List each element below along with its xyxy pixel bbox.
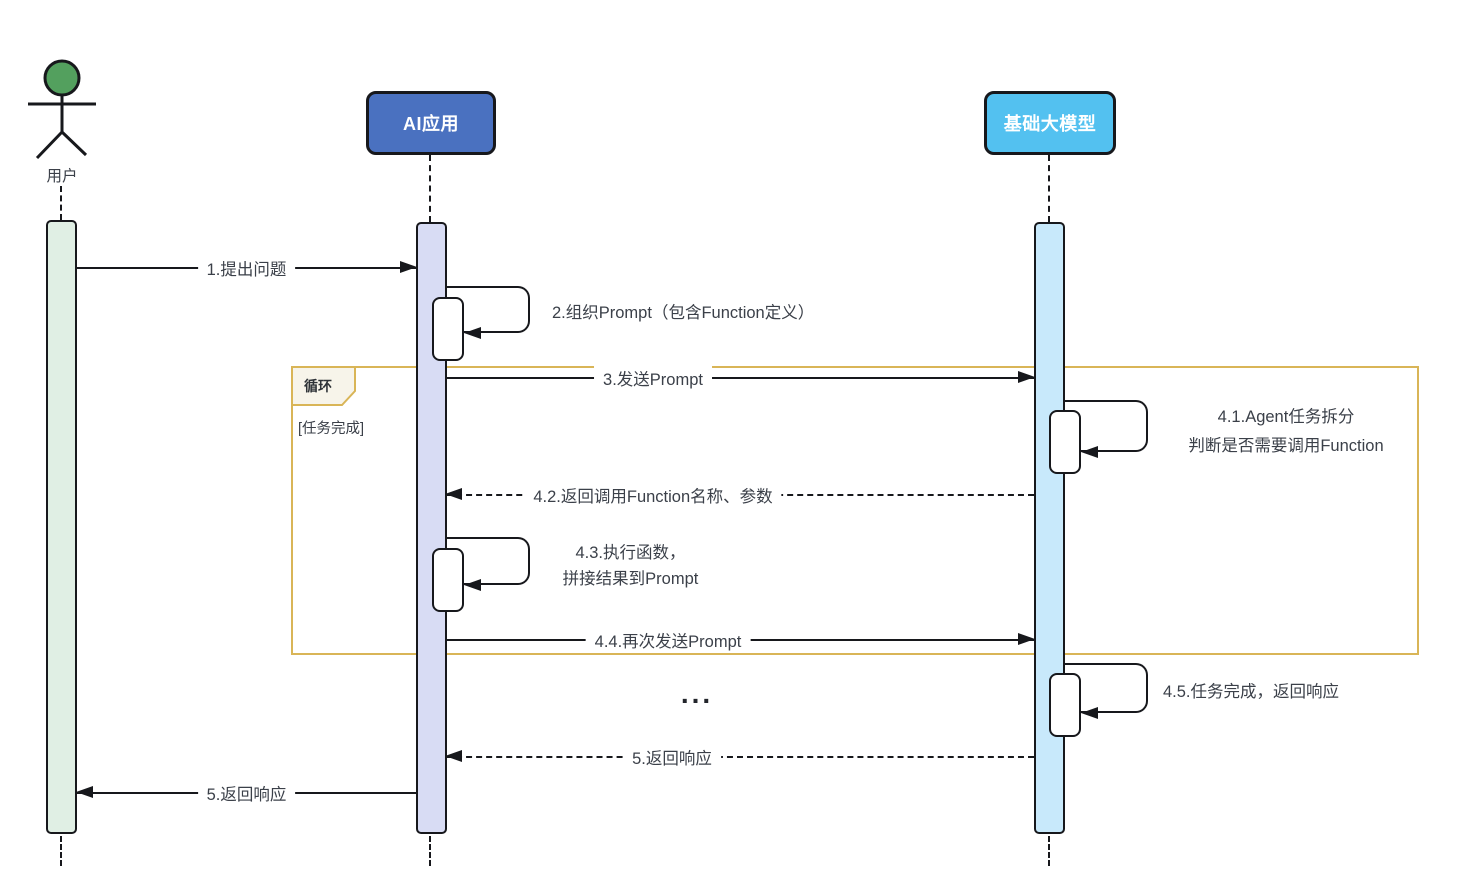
llm-lifeline-top <box>1048 155 1050 222</box>
message-4-3-label: 4.3.执行函数， 拼接结果到Prompt <box>528 540 733 592</box>
arrowhead-left-icon <box>76 786 93 798</box>
message-4-3-line1: 4.3.执行函数， <box>575 544 686 562</box>
arrowhead-left-icon <box>464 327 481 339</box>
message-4-5-selfloop <box>1064 663 1148 719</box>
ai-nested-activation-2 <box>432 548 464 612</box>
message-4-2-label: 4.2.返回调用Function名称、参数 <box>524 483 782 507</box>
message-2-label: 2.组织Prompt（包含Function定义） <box>552 304 815 322</box>
message-4-4-label: 4.4.再次发送Prompt <box>585 628 751 652</box>
message-4-1-line2: 判断是否需要调用Function <box>1188 437 1384 455</box>
message-4-3-line2: 拼接结果到Prompt <box>562 570 699 588</box>
loop-frame: 循环 [任务完成] <box>291 366 1419 655</box>
llm-lifeline-bottom <box>1048 836 1050 866</box>
ellipsis-label: ... <box>680 678 714 709</box>
message-4-1-line1: 4.1.Agent任务拆分 <box>1217 408 1355 426</box>
arrowhead-left-icon <box>1081 707 1098 719</box>
arrowhead-left-icon <box>464 579 481 591</box>
arrowhead-right-icon <box>1018 633 1035 645</box>
loop-guard: [任务完成] <box>298 421 365 437</box>
arrowhead-right-icon <box>400 261 417 273</box>
ai-lifeline-bottom <box>429 836 431 866</box>
participant-ai-app: AI应用 <box>366 91 496 155</box>
arrowhead-right-icon <box>1018 371 1035 383</box>
message-5-return-label: 5.返回响应 <box>623 745 721 769</box>
arrowhead-left-icon <box>445 750 462 762</box>
message-1-label: 1.提出问题 <box>197 256 296 280</box>
message-line <box>446 756 1034 758</box>
ai-lifeline-top <box>429 155 431 222</box>
llm-nested-activation-2 <box>1049 673 1081 737</box>
message-4-5-label: 4.5.任务完成，返回响应 <box>1163 683 1340 701</box>
loop-tag-pentagon <box>291 366 356 406</box>
llm-nested-activation-1 <box>1049 410 1081 474</box>
user-actor-label: 用户 <box>46 168 78 185</box>
user-activation-bar <box>46 220 77 834</box>
message-line <box>446 377 1034 379</box>
loop-title: 循环 <box>304 378 332 394</box>
user-lifeline-top <box>60 186 62 220</box>
arrowhead-left-icon <box>445 488 462 500</box>
message-2-selfloop <box>447 286 530 339</box>
message-4-1-label: 4.1.Agent任务拆分 判断是否需要调用Function <box>1155 403 1417 461</box>
arrowhead-left-icon <box>1081 446 1098 458</box>
message-3-label: 3.发送Prompt <box>594 366 712 390</box>
message-5-deliver-label: 5.返回响应 <box>197 781 296 805</box>
user-actor-icon <box>28 59 96 160</box>
llm-activation-bar <box>1034 222 1065 834</box>
ai-nested-activation-1 <box>432 297 464 361</box>
user-lifeline-bottom <box>60 836 62 866</box>
message-4-1-selfloop <box>1064 400 1148 458</box>
message-4-3-selfloop <box>447 537 530 591</box>
participant-llm: 基础大模型 <box>984 91 1116 155</box>
